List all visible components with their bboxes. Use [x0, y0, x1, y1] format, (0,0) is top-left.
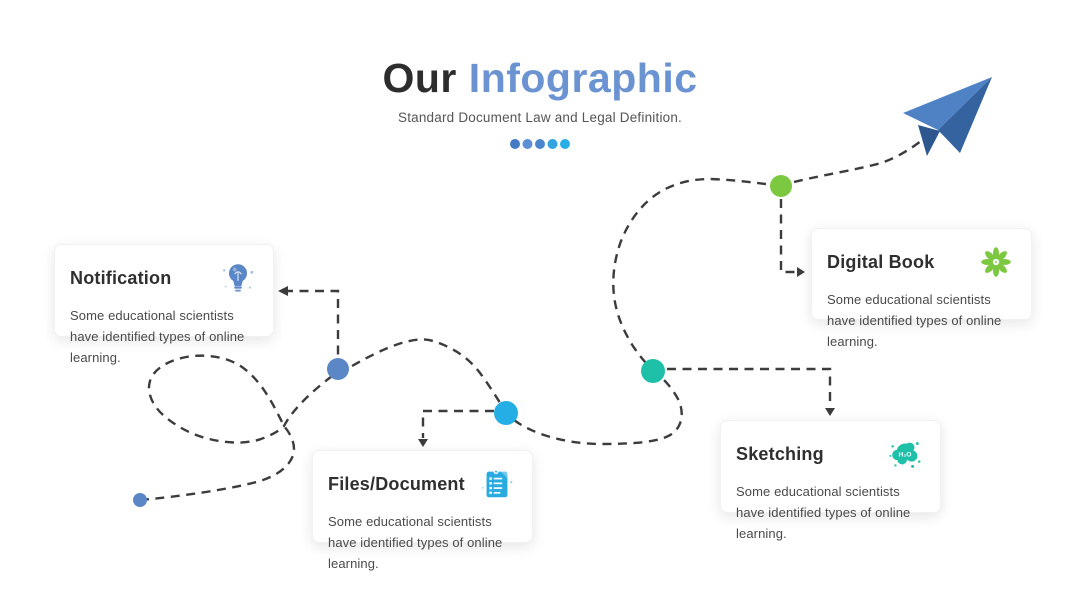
- card-description: Some educational scientists have identif…: [736, 484, 911, 542]
- paper-plane-icon: [903, 77, 992, 156]
- route-segment-blue-to-cyan: [351, 338, 504, 407]
- card-digital-book[interactable]: Digital Book: [811, 228, 1032, 349]
- lightbulb-icon: [223, 264, 254, 292]
- card-notification[interactable]: Notification Some educational scientists…: [54, 244, 274, 365]
- connector-files-document: [421, 409, 494, 438]
- route-loop-segment: [139, 354, 337, 502]
- card-description: Some educational scientists have identif…: [328, 514, 503, 572]
- route-segment-green-to-plane: [793, 140, 922, 184]
- water-splash-label: H₂O: [899, 451, 912, 458]
- pager-dot[interactable]: [535, 139, 545, 150]
- water-splash-icon: H₂O: [889, 442, 921, 468]
- route-segment-cyan-to-teal: [513, 373, 683, 446]
- page-title: Our Infographic: [0, 55, 1080, 101]
- header: Our Infographic Standard Document Law an…: [0, 55, 1080, 155]
- arrow-left-icon: [278, 286, 288, 296]
- milestone-notification-dot: [327, 358, 349, 380]
- clipboard-icon: [481, 469, 513, 498]
- card-description: Some educational scientists have identif…: [70, 308, 245, 366]
- dashed-route: [139, 140, 922, 502]
- pager-dot[interactable]: [510, 139, 520, 150]
- card-head: Notification: [70, 258, 257, 298]
- pager-dot[interactable]: [560, 139, 570, 150]
- card-head: Digital Book: [827, 242, 1015, 282]
- milestone-files-document-dot: [494, 401, 518, 425]
- pager-dot[interactable]: [547, 139, 558, 150]
- milestone-sketching-dot: [641, 359, 665, 383]
- arrow-down-icon: [418, 439, 428, 447]
- card-sketching[interactable]: Sketching H₂O Some educational: [720, 420, 941, 541]
- card-head: Sketching H₂O: [736, 434, 924, 474]
- card-title: Notification: [70, 267, 172, 288]
- pager-dots[interactable]: [509, 138, 571, 150]
- title-prefix: Our: [382, 55, 457, 101]
- connector-notification: [284, 289, 340, 355]
- connector-sketching: [667, 367, 832, 407]
- card-title: Sketching: [736, 443, 824, 464]
- connector-digital-book: [779, 199, 796, 274]
- subtitle: Standard Document Law and Legal Definiti…: [397, 110, 683, 126]
- route-segment-teal-to-green: [612, 177, 773, 364]
- milestone-start-dot: [133, 493, 147, 507]
- card-files-document[interactable]: Files/Document So: [312, 450, 533, 571]
- arrow-down-icon: [825, 408, 835, 416]
- card-head: Files/Document: [328, 464, 516, 504]
- connector-arrowheads: [278, 267, 835, 447]
- pager-dot[interactable]: [522, 139, 533, 150]
- arrow-right-icon: [797, 267, 805, 277]
- title-highlight: Infographic: [468, 55, 698, 101]
- flower-icon: [981, 247, 1011, 277]
- milestone-digital-book-dot: [770, 175, 792, 197]
- card-title: Digital Book: [827, 251, 935, 272]
- card-title: Files/Document: [328, 473, 465, 494]
- card-description: Some educational scientists have identif…: [827, 292, 1002, 350]
